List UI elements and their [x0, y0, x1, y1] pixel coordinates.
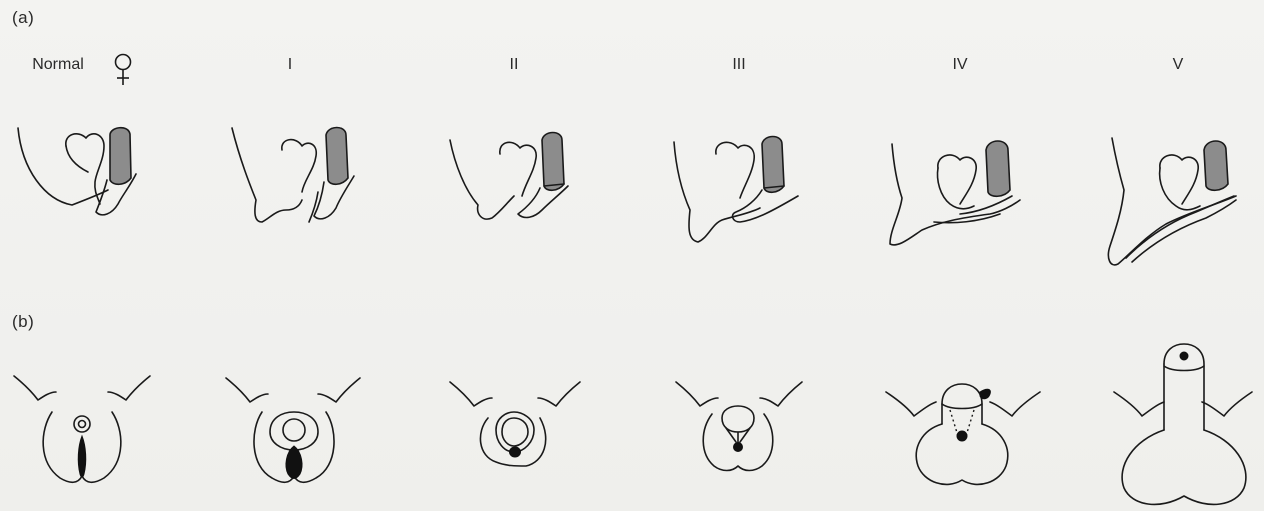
sagittal-stage-ii [450, 133, 568, 220]
sagittal-stage-v [1108, 138, 1236, 265]
external-stage-iii [676, 382, 802, 471]
external-stage-v [1114, 344, 1252, 504]
external-normal [14, 376, 150, 482]
external-stage-iv [886, 384, 1040, 484]
sagittal-stage-iii [674, 137, 798, 243]
external-stage-ii [450, 382, 580, 466]
sagittal-stage-i [232, 128, 354, 223]
external-stage-i [226, 378, 360, 482]
sagittal-stage-iv [890, 141, 1020, 245]
sagittal-normal [18, 128, 136, 215]
